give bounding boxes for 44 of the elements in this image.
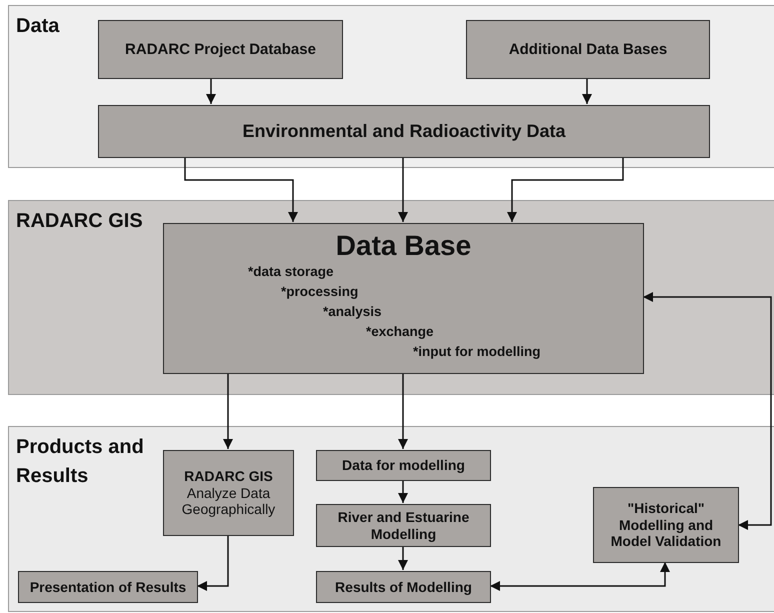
arrow [223, 373, 233, 449]
process-box [18, 571, 198, 603]
bullet-text: *processing [281, 283, 358, 301]
section-title: Products and Results [16, 435, 145, 489]
arrow [490, 562, 670, 591]
arrow [184, 157, 298, 222]
arrow [398, 157, 408, 222]
box-label: RADARC GIS [184, 468, 273, 485]
bullet-text: *analysis [323, 303, 382, 321]
process-box [163, 450, 294, 536]
section-band [8, 5, 774, 168]
process-box [316, 504, 491, 547]
process-box [98, 105, 710, 158]
process-box [316, 571, 491, 603]
box-subtext: Analyze Data Geographically [180, 484, 276, 518]
box-label: Data for modelling [342, 457, 465, 474]
section-band [8, 426, 774, 612]
process-box [593, 487, 739, 563]
box-label: Results of Modelling [335, 578, 472, 596]
box-label: Presentation of Results [30, 578, 186, 596]
section-title: Data [16, 14, 60, 39]
arrow [398, 373, 408, 449]
box-title: Data Base [334, 230, 472, 262]
arrow [398, 546, 408, 570]
arrow [197, 535, 229, 591]
section-band [8, 200, 774, 395]
arrow [643, 292, 772, 530]
bullet-text: *input for modelling [413, 343, 540, 361]
process-box [98, 20, 343, 79]
process-box [163, 223, 644, 374]
box-label: "Historical" Modelling and Model Validation [610, 500, 722, 550]
box-label: River and Estuarine Modelling [336, 508, 470, 542]
bullet-text: *data storage [248, 263, 334, 281]
section-title: RADARC GIS [16, 209, 144, 234]
arrow [582, 78, 592, 104]
bullet-text: *exchange [366, 323, 434, 341]
process-box [316, 450, 491, 481]
box-label: Additional Data Bases [508, 40, 668, 58]
box-label: RADARC Project Database [125, 40, 316, 58]
arrow [398, 480, 408, 503]
process-box [466, 20, 710, 79]
arrow [206, 78, 216, 104]
arrow [507, 157, 624, 222]
box-label: Environmental and Radioactivity Data [242, 120, 566, 142]
